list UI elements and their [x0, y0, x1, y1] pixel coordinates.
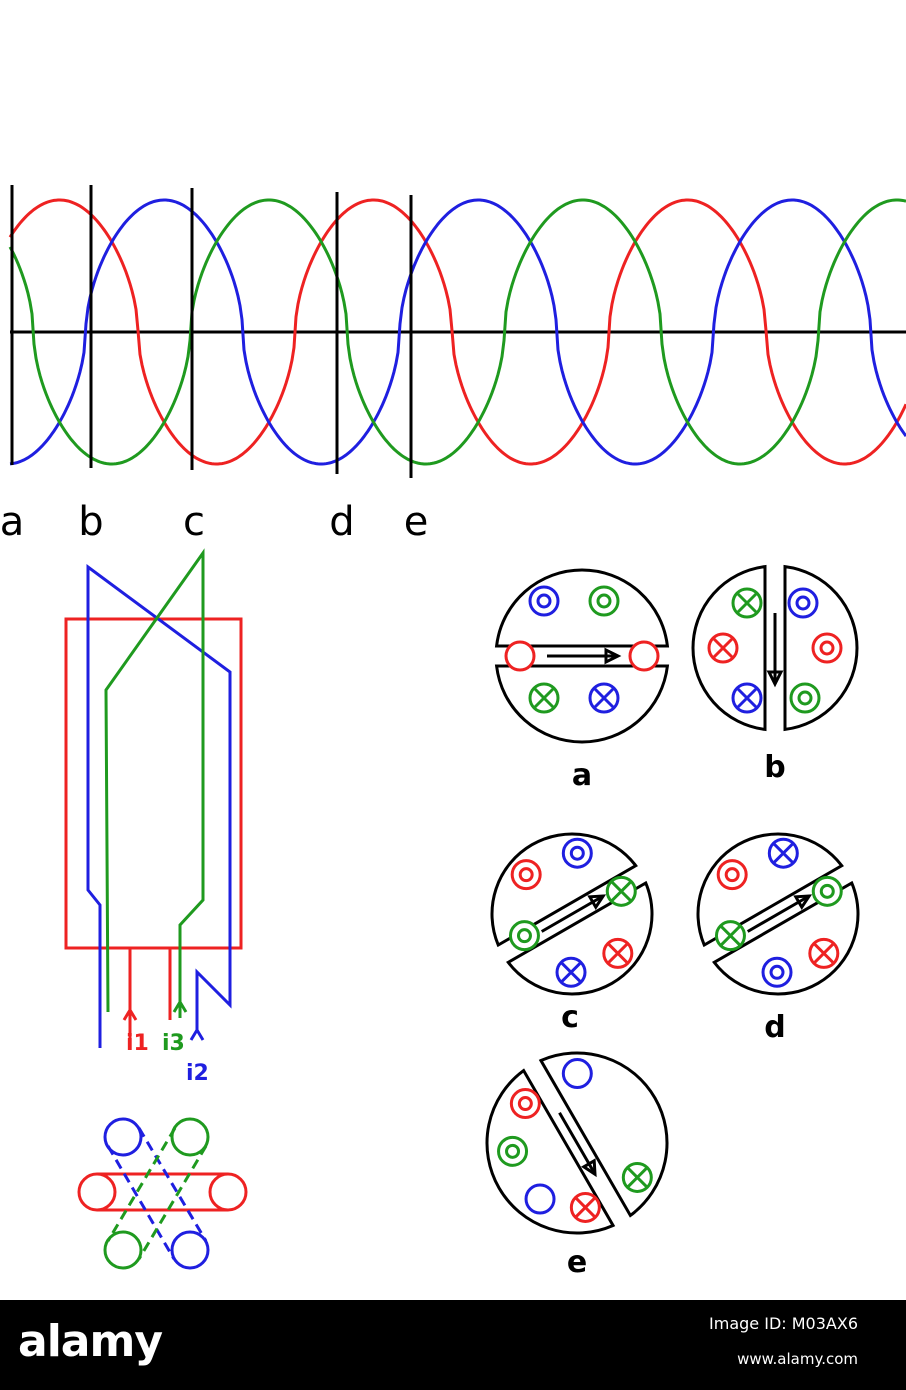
marker-label-e: e	[404, 499, 429, 545]
conductor-open-icon	[524, 1183, 556, 1215]
conductor-cross-icon	[731, 682, 763, 714]
conductor-cross-icon	[808, 937, 840, 969]
current-label-i1: i1	[126, 1031, 149, 1056]
phase3-winding	[104, 548, 205, 1018]
field-arrow-head	[793, 894, 813, 911]
conductor-open-icon	[628, 640, 660, 672]
rotor-half-upper	[490, 832, 638, 948]
conductor-dot-icon	[789, 682, 821, 714]
conductor-dot-icon	[509, 1088, 541, 1120]
phase1-coil	[77, 1172, 248, 1212]
field-arrow-head	[604, 647, 622, 665]
conductor-open-icon	[504, 640, 536, 672]
rotor-label-c: c	[561, 1000, 579, 1035]
rotor-label-e: e	[567, 1245, 587, 1280]
field-arrow-head	[587, 894, 607, 911]
phase3-coil	[103, 1117, 210, 1270]
arrow-i1	[122, 1007, 138, 1021]
rotor-half-upper	[538, 1051, 669, 1218]
phase2-coil	[103, 1117, 210, 1270]
rotor-half-lower	[691, 564, 767, 732]
conductor-cross-icon	[767, 837, 799, 869]
arrow-i2	[189, 1027, 205, 1041]
current-label-i2: i2	[186, 1061, 209, 1086]
conductor-cross-icon	[528, 682, 560, 714]
footer-url: www.alamy.com	[737, 1350, 858, 1368]
field-arrow-head	[766, 670, 784, 688]
conductor-cross-icon	[569, 1191, 601, 1223]
rotor-state-e: e	[485, 1051, 669, 1280]
rotor-state-b: b	[691, 564, 859, 785]
rotor-half-lower	[485, 1068, 616, 1235]
arrow-i3	[172, 999, 188, 1013]
rotor-field-states: a b c d e	[485, 564, 860, 1280]
conductor-cross-icon	[621, 1161, 653, 1193]
marker-label-b: b	[78, 499, 103, 545]
marker-label-a: a	[0, 499, 24, 545]
coil-arrangement-diagram	[77, 1117, 248, 1270]
conductor-dot-icon	[811, 632, 843, 664]
conductor-dot-icon	[497, 1135, 529, 1167]
conductor-cross-icon	[707, 632, 739, 664]
stator-winding-diagram: i1 i3 i2	[64, 548, 243, 1086]
conductor-cross-icon	[602, 937, 634, 969]
phase2-winding	[86, 564, 232, 1048]
current-label-i3: i3	[162, 1031, 185, 1056]
rotor-half-lower	[712, 880, 860, 996]
rotor-half-upper	[696, 832, 844, 948]
conductor-cross-icon	[605, 875, 637, 907]
rotor-state-a: a	[494, 568, 670, 793]
waveform-plot: a b c d e	[0, 185, 906, 545]
conductor-dot-icon	[716, 859, 748, 891]
conductor-cross-icon	[555, 956, 587, 988]
conductor-dot-icon	[510, 859, 542, 891]
rotor-label-a: a	[572, 758, 592, 793]
conductor-dot-icon	[528, 585, 560, 617]
phase3-waveform	[8, 198, 906, 466]
marker-label-c: c	[183, 499, 205, 545]
stock-footer: alamy Image ID: M03AX6 www.alamy.com	[0, 1300, 906, 1390]
conductor-open-icon	[561, 1058, 593, 1090]
field-arrow-head	[580, 1158, 597, 1178]
rotor-state-c: c	[490, 832, 654, 1035]
rotor-state-d: d	[696, 832, 860, 1045]
three-phase-diagram: a b c d e i1 i3 i2	[0, 185, 906, 1280]
conductor-dot-icon	[787, 587, 819, 619]
marker-label-d: d	[329, 499, 354, 545]
phase1-waveform	[8, 198, 906, 466]
conductor-dot-icon	[508, 920, 540, 952]
phase2-waveform	[9, 198, 906, 466]
rotor-half-lower	[506, 880, 654, 996]
rotor-label-b: b	[764, 750, 785, 785]
conductor-dot-icon	[561, 837, 593, 869]
conductor-cross-icon	[714, 920, 746, 952]
rotor-label-d: d	[764, 1010, 785, 1045]
alamy-logo: alamy	[18, 1316, 163, 1367]
conductor-dot-icon	[588, 585, 620, 617]
rotor-half-lower	[494, 664, 670, 744]
rotor-half-upper	[783, 564, 859, 732]
image-id: Image ID: M03AX6	[709, 1314, 858, 1333]
phase1-winding	[64, 617, 243, 1040]
conductor-cross-icon	[588, 682, 620, 714]
rotor-half-upper	[494, 568, 670, 648]
conductor-dot-icon	[811, 875, 843, 907]
conductor-cross-icon	[731, 587, 763, 619]
conductor-dot-icon	[761, 956, 793, 988]
